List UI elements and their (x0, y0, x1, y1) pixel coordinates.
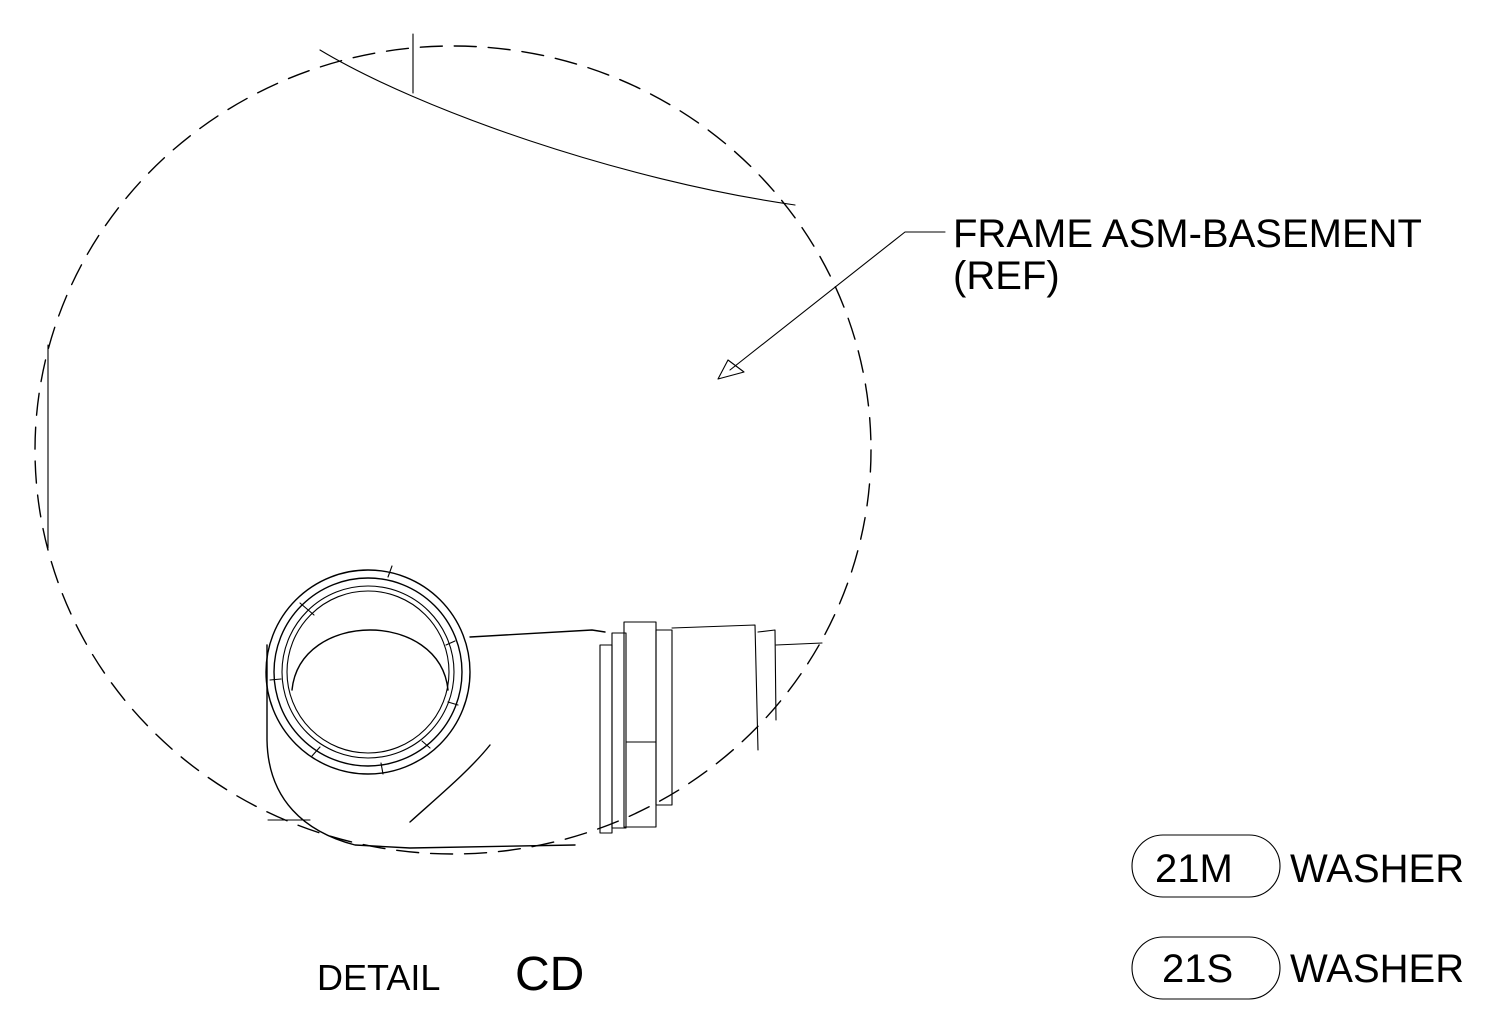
pipe-elbow-assembly (265, 565, 823, 849)
balloon-label: WASHER (1290, 847, 1464, 891)
balloon-21m: 21M WASHER (1131, 834, 1464, 898)
detail-prefix: DETAIL (317, 957, 440, 998)
detail-boundary-circle (34, 45, 872, 855)
balloon-id: 21M (1155, 847, 1233, 891)
balloon-id: 21S (1162, 947, 1233, 991)
callout-line-1: FRAME ASM-BASEMENT (953, 212, 1422, 256)
leader-arrow (717, 231, 946, 380)
detail-id: CD (515, 948, 584, 1001)
balloon-label: WASHER (1290, 947, 1464, 991)
frame-upper-arc (319, 49, 796, 206)
balloon-21s: 21S WASHER (1131, 936, 1464, 1000)
callout-line-2: (REF) (953, 254, 1060, 298)
